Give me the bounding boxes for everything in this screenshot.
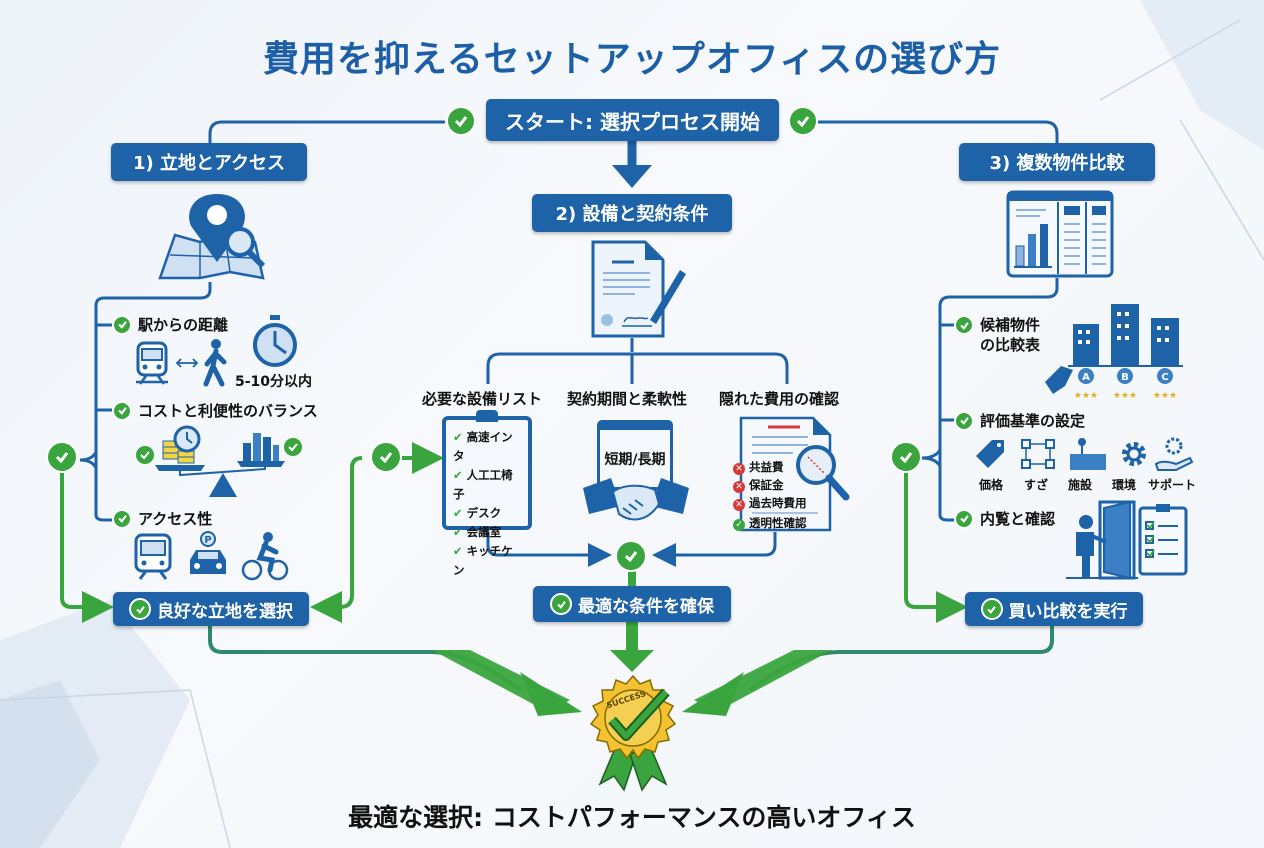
section-1-result[interactable]: 良好な立地を選択 — [113, 592, 309, 626]
check-icon — [112, 314, 132, 335]
criterion-label: 環境 — [1112, 478, 1137, 492]
contract-pen-icon — [591, 240, 686, 338]
criterion-label: サポート — [1148, 478, 1197, 492]
section-2-result[interactable]: 最適な条件を確保 — [533, 586, 731, 622]
svg-text:P: P — [204, 535, 211, 546]
start-box[interactable]: スタート: 選択プロセス開始 — [486, 99, 779, 141]
start-label: スタート: 選択プロセス開始 — [505, 109, 760, 134]
criteria-item: 駅からの距離 — [112, 314, 228, 335]
equipment-checklist: ✔ 高速インタ ✔ 人工工椅子 ✔ デスク ✔ 会議室 ✔ キッチケン — [442, 410, 532, 577]
success-badge-icon: SUCCESS — [589, 674, 677, 792]
criteria-item: 内覧と確認 — [954, 508, 1055, 529]
criteria-item: アクセス性 — [112, 508, 212, 529]
subsection-label: 必要な設備リスト — [422, 390, 543, 408]
section-1-loop-check-icon — [46, 441, 78, 473]
section-3-result[interactable]: 買い比較を実行 — [965, 592, 1143, 626]
section-1-heading[interactable]: 1) 立地とアクセス — [111, 143, 307, 181]
check-icon — [129, 598, 151, 620]
train-icon — [136, 341, 168, 385]
section-3-heading[interactable]: 3) 複数物件比較 — [959, 143, 1155, 181]
section-3-loop-check-icon — [890, 441, 922, 473]
svg-text:★★★: ★★★ — [1153, 391, 1177, 401]
stopwatch-icon — [253, 315, 297, 367]
final-outcome: 最適な選択: コストパフォーマンスの高いオフィス — [348, 803, 916, 832]
criterion-label: 施設 — [1068, 478, 1093, 492]
calendar-icon: 短期/長期 — [597, 420, 673, 490]
handshake-icon — [583, 478, 689, 521]
svg-text:C: C — [1161, 372, 1168, 383]
check-icon — [980, 598, 1003, 620]
contract-term-text: 短期/長期 — [604, 451, 666, 468]
check-icon — [112, 400, 132, 421]
bicycle-icon — [241, 532, 289, 581]
balance-scale-icon — [136, 425, 302, 497]
comparison-dashboard-icon — [1006, 190, 1114, 278]
buildings-abc-icon: A B C ★★★ ★★★ ★★★ — [1045, 304, 1183, 401]
arrow-both-icon — [175, 358, 199, 368]
section-2-heading[interactable]: 2) 設備と契約条件 — [532, 194, 732, 232]
section-2-entry-check-icon — [370, 441, 402, 473]
ok-item: ✓ 透明性確認 — [733, 514, 807, 532]
check-circle-icon: ✓ — [733, 519, 745, 531]
section-2-merge-check-icon — [615, 540, 647, 572]
check-icon — [954, 410, 974, 431]
check-icon — [112, 508, 132, 529]
map-pin-search-icon — [158, 194, 266, 280]
criteria-item: コストと利便性のバランス — [112, 400, 318, 421]
x-circle-icon: ✕ — [733, 481, 745, 493]
x-circle-icon: ✕ — [733, 499, 745, 511]
taxi-parking-icon: P — [190, 531, 226, 574]
hidden-cost-document-icon — [739, 416, 850, 532]
subsection-label: 契約期間と柔軟性 — [567, 390, 688, 408]
start-right-check-icon — [788, 106, 818, 136]
x-circle-icon: ✕ — [733, 463, 745, 475]
start-left-check-icon — [446, 106, 476, 136]
walking-person-icon — [203, 339, 227, 387]
checklist-item: ✔ 人工工椅子 — [453, 468, 513, 501]
criteria-icons — [976, 437, 1194, 471]
check-icon — [954, 508, 974, 529]
criteria-item: 候補物件の比較表 — [954, 315, 1044, 355]
viewing-person-door-icon — [1066, 500, 1188, 580]
check-icon — [954, 315, 974, 335]
svg-text:★★★: ★★★ — [1074, 391, 1098, 401]
svg-text:★★★: ★★★ — [1113, 391, 1137, 401]
criteria-item: 評価基準の設定 — [954, 410, 1085, 431]
warning-item: ✕ 過去時費用 — [733, 494, 807, 512]
warning-item: ✕ 共益費 — [733, 458, 807, 476]
svg-text:B: B — [1121, 372, 1129, 383]
subsection-label: 隠れた費用の確認 — [719, 390, 840, 408]
bus-icon — [134, 533, 172, 580]
checklist-item: ✔ デスク — [453, 506, 502, 520]
svg-text:A: A — [1082, 372, 1090, 383]
warning-item: ✕ 保証金 — [733, 476, 807, 494]
page-title: 費用を抑えるセットアップオフィスの選び方 — [262, 39, 1002, 80]
checklist-item: ✔ 高速インタ — [453, 430, 513, 463]
distance-detail: 5-10分以内 — [235, 374, 313, 390]
clipboard-clip-icon — [476, 410, 498, 422]
criterion-label: すざ — [1024, 478, 1049, 492]
criterion-label: 価格 — [979, 478, 1004, 492]
check-icon — [550, 593, 572, 615]
checklist-item: ✔ 会議室 — [453, 525, 502, 539]
checklist-item: ✔ キッチケン — [453, 544, 513, 577]
hidden-cost-list: ✕ 共益費 ✕ 保証金 ✕ 過去時費用 ✓ 透明性確認 — [733, 458, 807, 532]
